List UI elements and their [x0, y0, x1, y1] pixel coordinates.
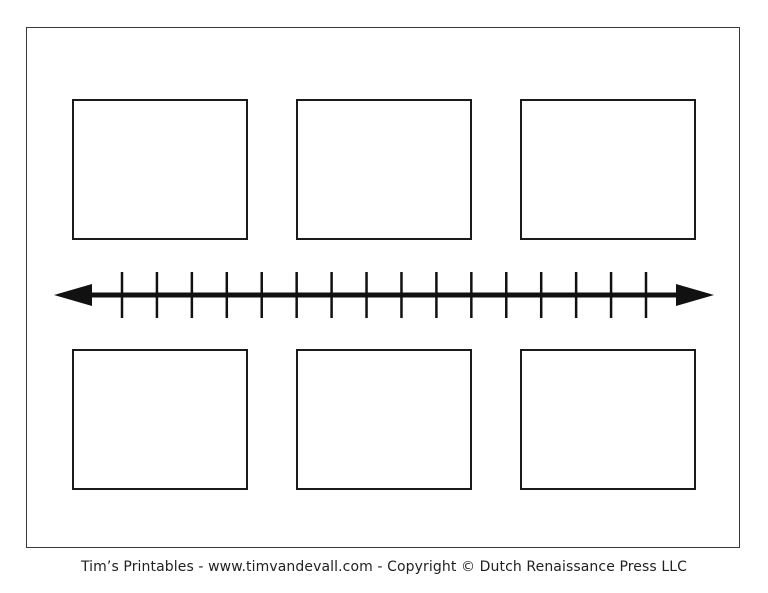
event-box-bottom-2 [296, 349, 472, 490]
event-box-bottom-3 [520, 349, 696, 490]
event-box-top-3 [520, 99, 696, 240]
event-box-top-2 [296, 99, 472, 240]
footer-copyright: Tim’s Printables - www.timvandevall.com … [80, 559, 688, 575]
event-box-bottom-1 [72, 349, 248, 490]
event-box-top-1 [72, 99, 248, 240]
